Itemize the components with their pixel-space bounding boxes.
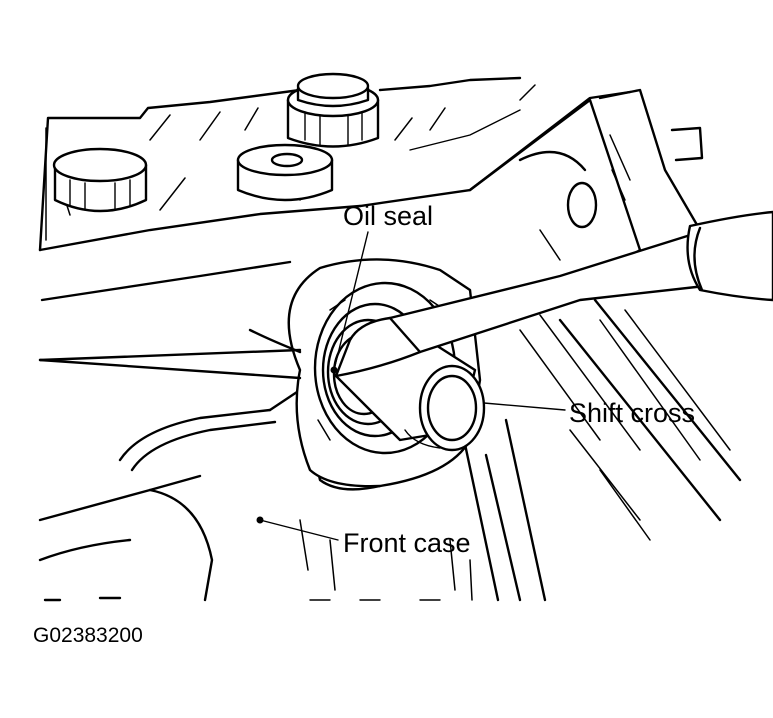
oil-seal-leader <box>333 231 369 371</box>
oil-seal-label: Oil seal <box>343 201 434 231</box>
lower-rod <box>38 328 302 380</box>
front-case-leader-dot <box>256 516 264 524</box>
top-cap-left <box>52 147 148 213</box>
shift-cross-leader <box>483 402 566 411</box>
figure-id: G02383200 <box>33 624 143 647</box>
leader-lines <box>256 231 566 541</box>
front-case <box>38 298 742 602</box>
top-cap-middle <box>236 143 334 202</box>
shift-cross-label: Shift cross <box>569 398 696 428</box>
pry-tool <box>334 210 773 378</box>
front-case-label: Front case <box>343 528 471 558</box>
top-cap-rear <box>286 72 380 148</box>
front-case-leader <box>259 519 339 541</box>
oil-seal-leader-dot <box>330 366 338 374</box>
